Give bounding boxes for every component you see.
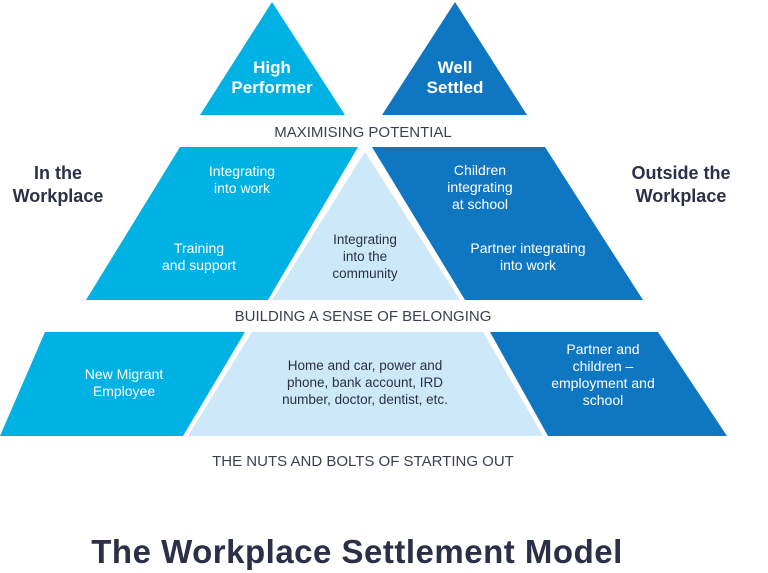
new-migrant-line1: New Migrant bbox=[85, 366, 164, 382]
partner-children-line4: school bbox=[583, 392, 623, 408]
nuts-bolts-line1: Home and car, power and bbox=[288, 358, 443, 373]
new-migrant-line2: Employee bbox=[93, 383, 155, 399]
integrating-work-line1: Integrating bbox=[209, 163, 275, 179]
nuts-bolts-trapezoid bbox=[188, 332, 543, 436]
training-line2: and support bbox=[162, 257, 236, 273]
community-triangle bbox=[272, 152, 460, 300]
side-label-left-line2: Workplace bbox=[13, 186, 104, 206]
partner-work-line1: Partner integrating bbox=[470, 240, 585, 256]
partner-children-line1: Partner and bbox=[566, 341, 639, 357]
integrating-work-line2: into work bbox=[214, 180, 271, 196]
diagram-title: The Workplace Settlement Model bbox=[91, 533, 623, 570]
high-performer-triangle bbox=[200, 2, 345, 115]
partner-children-line3: employment and bbox=[551, 375, 655, 391]
community-line1: Integrating bbox=[333, 232, 397, 247]
outside-workplace-trapezoid bbox=[372, 147, 643, 300]
nuts-bolts-line2: phone, bank account, IRD bbox=[287, 375, 443, 390]
in-workplace-trapezoid bbox=[86, 147, 358, 300]
well-settled-triangle bbox=[382, 2, 527, 115]
level-label-top: MAXIMISING POTENTIAL bbox=[274, 124, 452, 141]
well-settled-line1: Well bbox=[438, 58, 473, 77]
level-label-bottom: THE NUTS AND BOLTS OF STARTING OUT bbox=[212, 453, 514, 470]
level-label-middle: BUILDING A SENSE OF BELONGING bbox=[235, 308, 492, 325]
side-label-right-line1: Outside the bbox=[631, 163, 730, 183]
children-line2: integrating bbox=[447, 179, 512, 195]
side-label-right-line2: Workplace bbox=[636, 186, 727, 206]
high-performer-line1: High bbox=[253, 58, 291, 77]
community-line2: into the bbox=[343, 249, 387, 264]
children-line3: at school bbox=[452, 196, 508, 212]
well-settled-line2: Settled bbox=[427, 78, 484, 97]
side-label-left-line1: In the bbox=[34, 163, 82, 183]
high-performer-line2: Performer bbox=[231, 78, 313, 97]
community-line3: community bbox=[332, 266, 398, 281]
new-migrant-trapezoid bbox=[0, 332, 245, 436]
children-line1: Children bbox=[454, 162, 506, 178]
partner-children-line2: children – bbox=[573, 358, 634, 374]
partner-work-line2: into work bbox=[500, 257, 557, 273]
partner-children-trapezoid bbox=[490, 332, 727, 436]
training-line1: Training bbox=[174, 240, 224, 256]
nuts-bolts-line3: number, doctor, dentist, etc. bbox=[282, 392, 448, 407]
